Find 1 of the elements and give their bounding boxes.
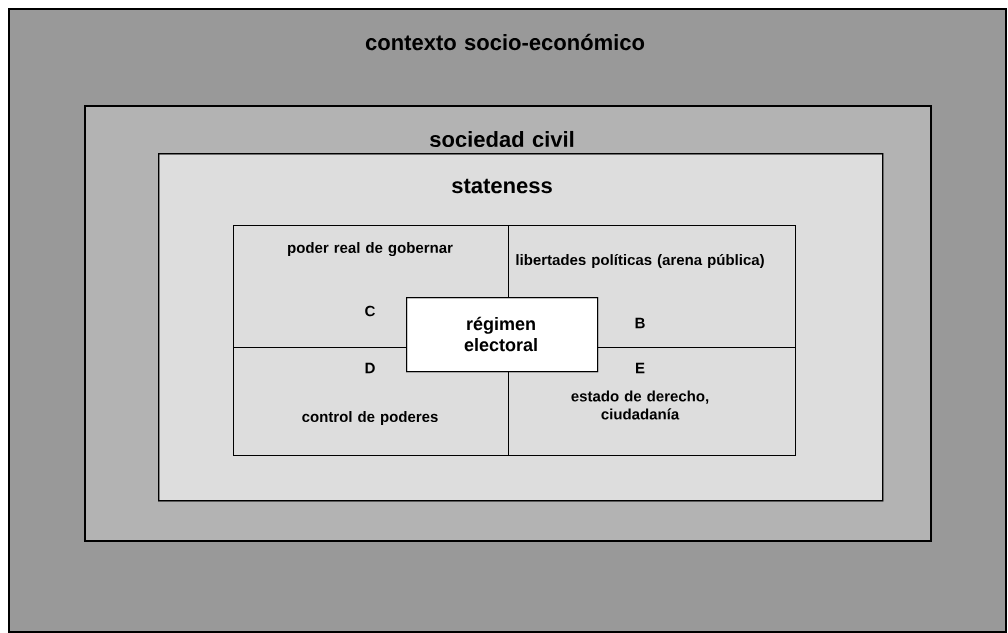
center-box: régimen electoral (406, 297, 599, 373)
